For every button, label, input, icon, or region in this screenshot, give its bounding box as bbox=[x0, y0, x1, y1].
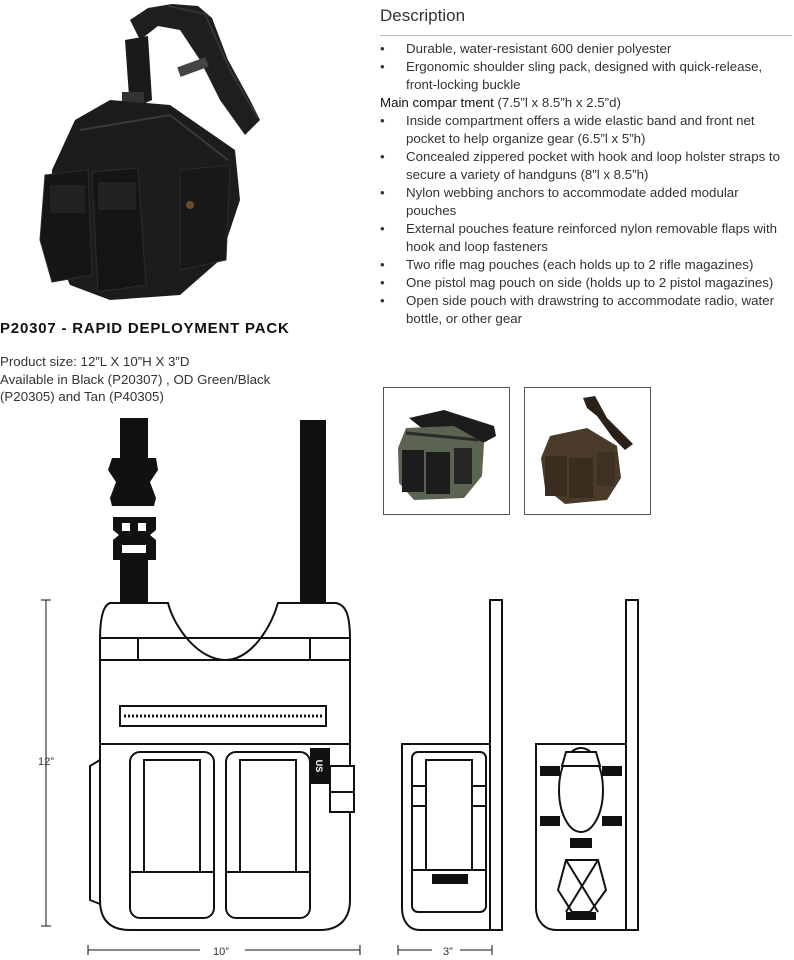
bullet-dot: • bbox=[380, 113, 385, 128]
bullet-text: Two rifle mag pouches (each holds up to … bbox=[406, 257, 754, 272]
variant-photo-od-green bbox=[383, 387, 510, 515]
product-size: Product size: 12”L X 10”H X 3”D bbox=[0, 354, 190, 369]
variant-photo-tan bbox=[524, 387, 651, 515]
bullet-dot: • bbox=[380, 149, 385, 164]
main-product-photo bbox=[39, 4, 260, 300]
bullet-text: Nylon webbing anchors to accommodate add… bbox=[406, 185, 739, 218]
description-list: • Durable, water-resistant 600 denier pol… bbox=[380, 40, 790, 328]
bullet-dot: • bbox=[380, 221, 385, 236]
description-bullet: • Inside compartment offers a wide elasti… bbox=[380, 112, 790, 148]
product-availability: Available in Black (P20307) , OD Green/B… bbox=[0, 372, 271, 404]
bullet-dot: • bbox=[380, 293, 385, 308]
dimension-width-label: 10” bbox=[213, 946, 229, 958]
description-bullet: • Two rifle mag pouches (each holds up to… bbox=[380, 256, 790, 274]
bullet-dot: • bbox=[380, 257, 385, 272]
logo-tag-text: US bbox=[314, 760, 324, 773]
description-divider bbox=[380, 35, 792, 36]
description-bullet: • External pouches feature reinforced nyl… bbox=[380, 220, 790, 256]
tan-pack-image bbox=[541, 396, 633, 504]
bullet-text: Ergonomic shoulder sling pack, designed … bbox=[406, 59, 763, 92]
bullet-text: Open side pouch with drawstring to accom… bbox=[406, 293, 775, 326]
od-green-pack-image bbox=[398, 410, 496, 500]
bullet-text: Inside compartment offers a wide elastic… bbox=[406, 113, 755, 146]
bullet-text: Durable, water-resistant 600 denier poly… bbox=[406, 41, 672, 56]
subhead-label: Main compar tment bbox=[380, 95, 494, 110]
description-bullet: • Durable, water-resistant 600 denier pol… bbox=[380, 40, 790, 58]
bullet-dot: • bbox=[380, 41, 385, 56]
description-subhead: Main compar tment (7.5”l x 8.5”h x 2.5”d… bbox=[380, 94, 790, 112]
bullet-dot: • bbox=[380, 275, 385, 290]
subhead-text: (7.5”l x 8.5”h x 2.5”d) bbox=[493, 95, 621, 110]
description-bullet: • Nylon webbing anchors to accommodate ad… bbox=[380, 184, 790, 220]
description-bullet: • One pistol mag pouch on side (holds up … bbox=[380, 274, 790, 292]
description-bullet: • Open side pouch with drawstring to acco… bbox=[380, 292, 790, 328]
description-heading: Description bbox=[380, 6, 466, 25]
back-side-view bbox=[535, 599, 639, 931]
bullet-text: External pouches feature reinforced nylo… bbox=[406, 221, 778, 254]
product-title: P20307 - RAPID DEPLOYMENT PACK bbox=[0, 320, 290, 337]
bullet-text: One pistol mag pouch on side (holds up t… bbox=[406, 275, 774, 290]
description-bullet: • Concealed zippered pocket with hook and… bbox=[380, 148, 790, 184]
bullet-dot: • bbox=[380, 185, 385, 200]
description-bullet: • Ergonomic shoulder sling pack, designed… bbox=[380, 58, 790, 94]
technical-diagram: US bbox=[41, 418, 639, 955]
side-view bbox=[401, 599, 503, 931]
bullet-text: Concealed zippered pocket with hook and … bbox=[406, 149, 781, 182]
bullet-dot: • bbox=[380, 59, 385, 74]
front-view: US bbox=[89, 418, 355, 931]
dimension-height-label: 12” bbox=[38, 756, 54, 768]
dimension-depth-label: 3” bbox=[443, 946, 453, 958]
